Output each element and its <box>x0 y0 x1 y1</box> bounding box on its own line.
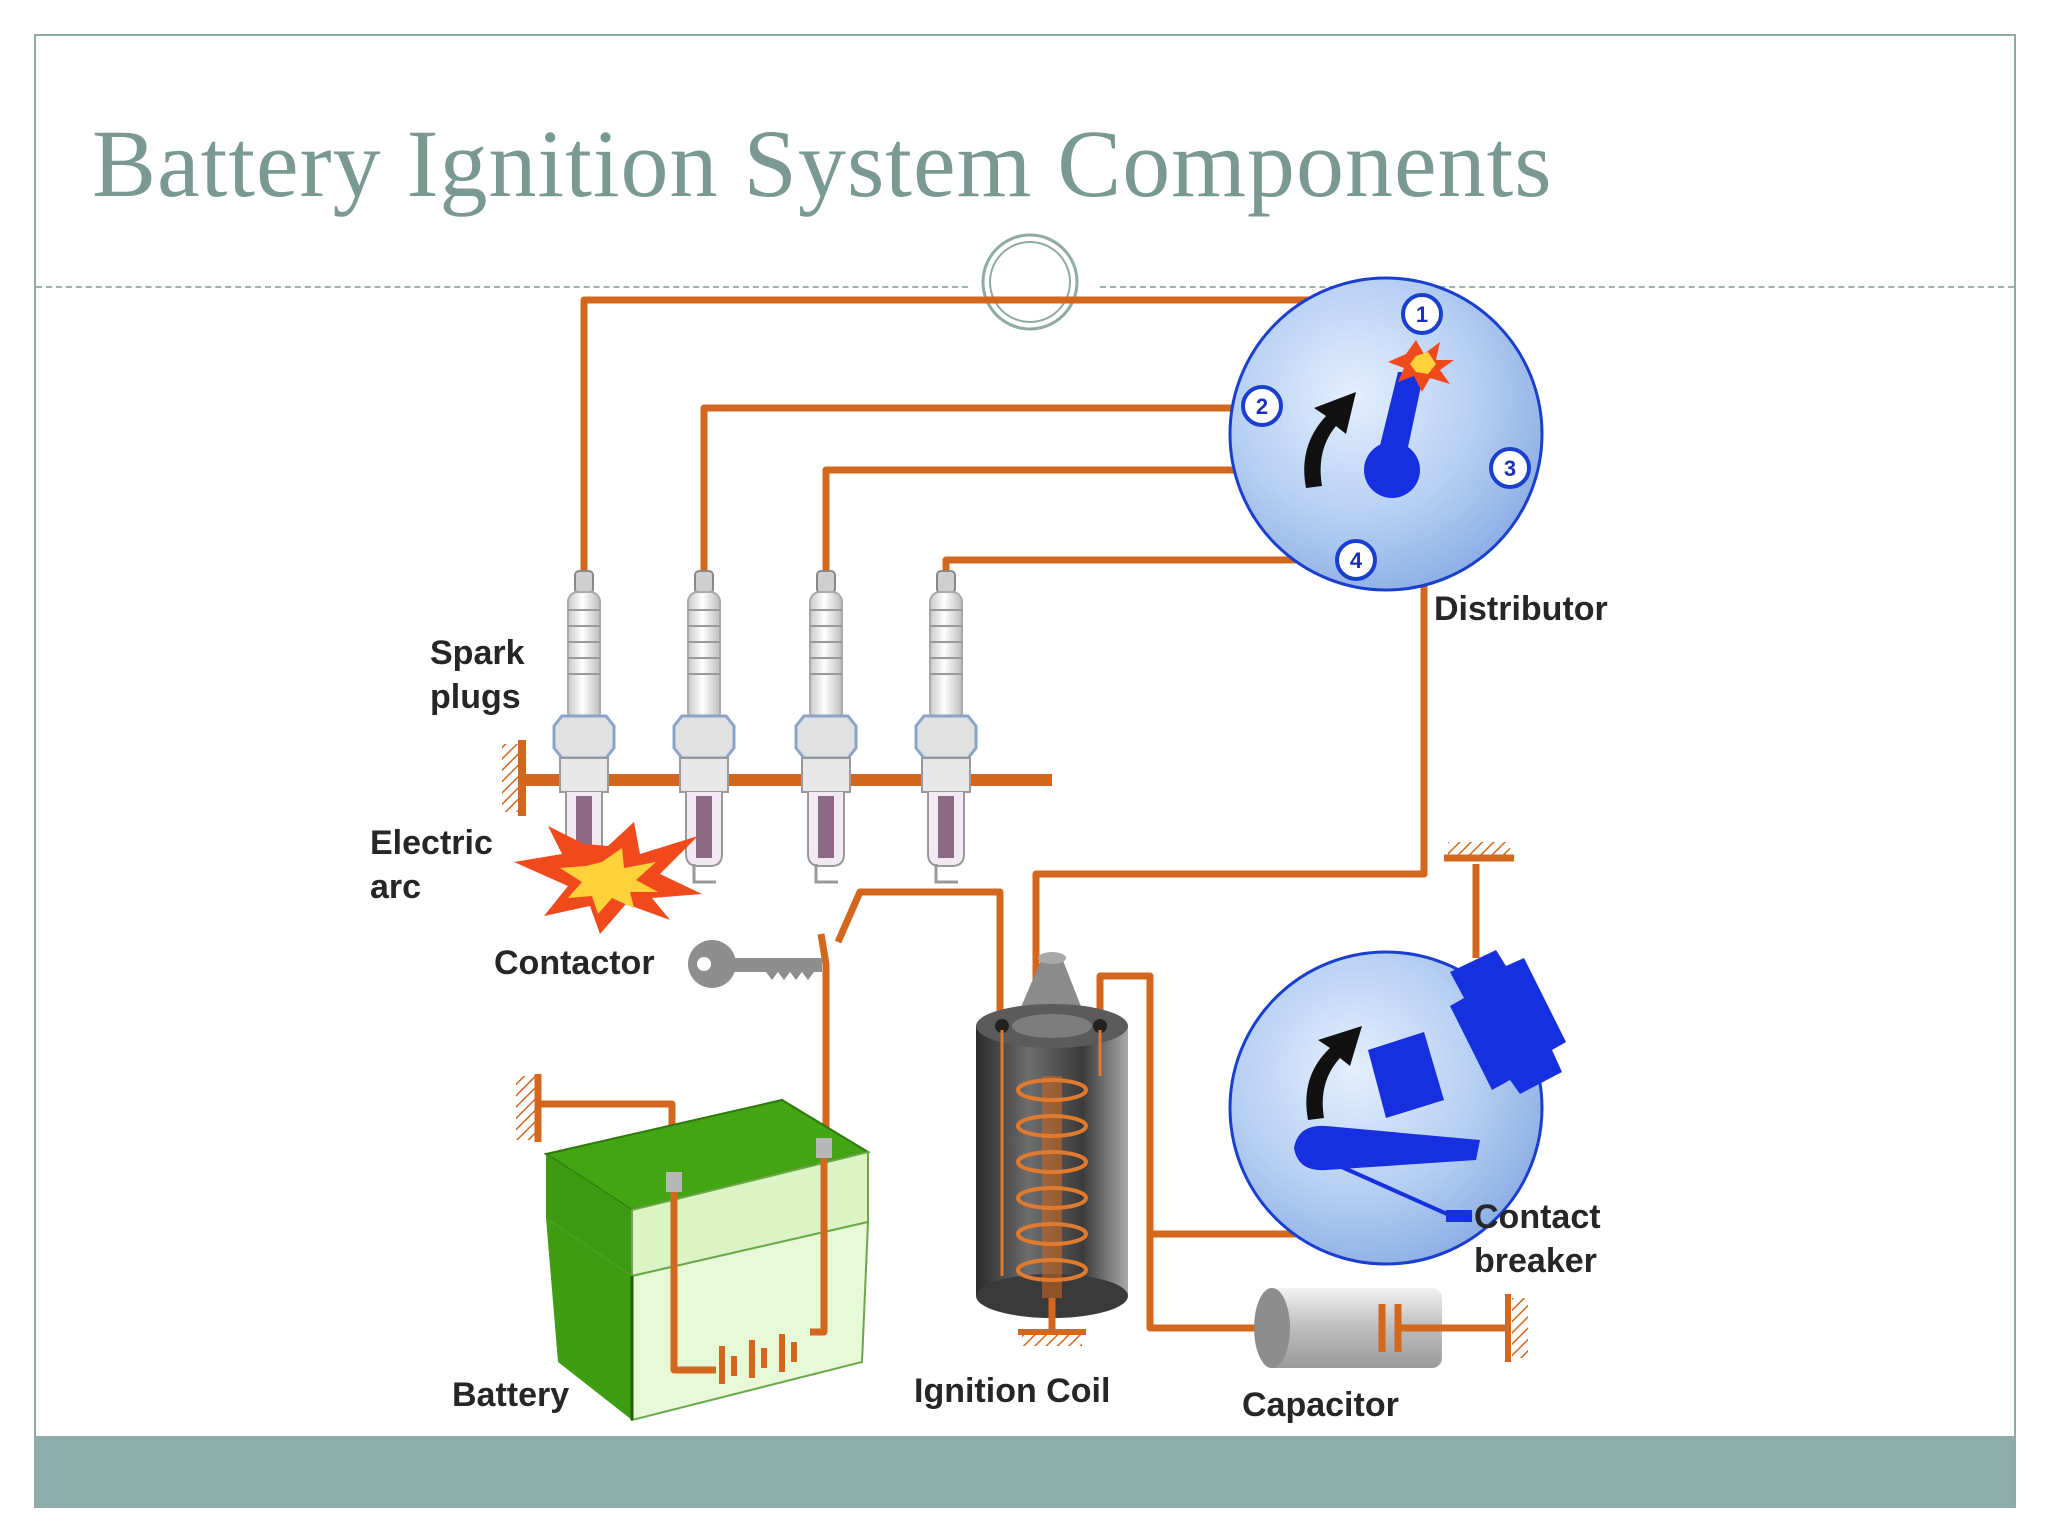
coil-ground-hatch <box>1022 1332 1082 1346</box>
label-contact-breaker-line1: Contact <box>1474 1198 1601 1236</box>
svg-text:1: 1 <box>1416 302 1428 327</box>
battery-ground-hatch <box>516 1076 536 1140</box>
capacitor-ground-hatch <box>1512 1298 1528 1358</box>
label-electric-arc-line2: arc <box>370 868 421 906</box>
label-contact-breaker-line2: breaker <box>1474 1242 1597 1280</box>
label-contactor: Contactor <box>494 944 655 982</box>
distributor-terminal-1: 1 <box>1401 293 1443 335</box>
ignition-coil <box>976 952 1128 1346</box>
contact-breaker <box>1228 842 1566 1266</box>
contactor-wire <box>817 888 1004 1140</box>
label-capacitor: Capacitor <box>1242 1386 1399 1424</box>
slide-title: Battery Ignition System Components <box>92 110 1553 217</box>
svg-text:3: 3 <box>1504 456 1516 481</box>
contactor-key-icon <box>688 940 822 988</box>
coil-to-distributor-wire <box>1032 470 1428 1026</box>
label-ignition-coil: Ignition Coil <box>914 1372 1110 1410</box>
label-electric-arc-line1: Electric <box>370 824 493 862</box>
svg-text:4: 4 <box>1350 548 1363 573</box>
battery <box>516 1074 871 1422</box>
capacitor <box>1254 1288 1528 1368</box>
spark-plug-4 <box>914 570 978 884</box>
title-divider-right <box>1100 286 2014 288</box>
svg-text:2: 2 <box>1256 394 1268 419</box>
distributor: 1 2 3 4 <box>1228 276 1544 592</box>
distributor-terminal-3: 3 <box>1489 447 1531 489</box>
label-distributor: Distributor <box>1434 590 1608 628</box>
distributor-terminal-4: 4 <box>1335 539 1377 581</box>
breaker-ground-hatch <box>1448 842 1510 858</box>
label-spark-plugs-line1: Spark <box>430 634 525 672</box>
rotation-arrow-icon-2 <box>1306 1026 1362 1120</box>
slide: Battery Ignition System Components <box>34 34 2016 1508</box>
distributor-terminal-2: 2 <box>1241 385 1283 427</box>
spark-plug-2 <box>672 570 736 884</box>
label-battery: Battery <box>452 1376 569 1414</box>
ignition-diagram: 1 2 3 4 <box>370 276 1608 1424</box>
breaker-cam <box>1450 950 1566 1094</box>
label-spark-plugs-line2: plugs <box>430 678 521 716</box>
rotation-arrow-icon <box>1304 392 1356 488</box>
spark-plug-3 <box>794 570 858 884</box>
footer-bar <box>36 1436 2014 1506</box>
cylinder-head-rail <box>522 774 1052 786</box>
title-divider-left <box>36 286 968 288</box>
